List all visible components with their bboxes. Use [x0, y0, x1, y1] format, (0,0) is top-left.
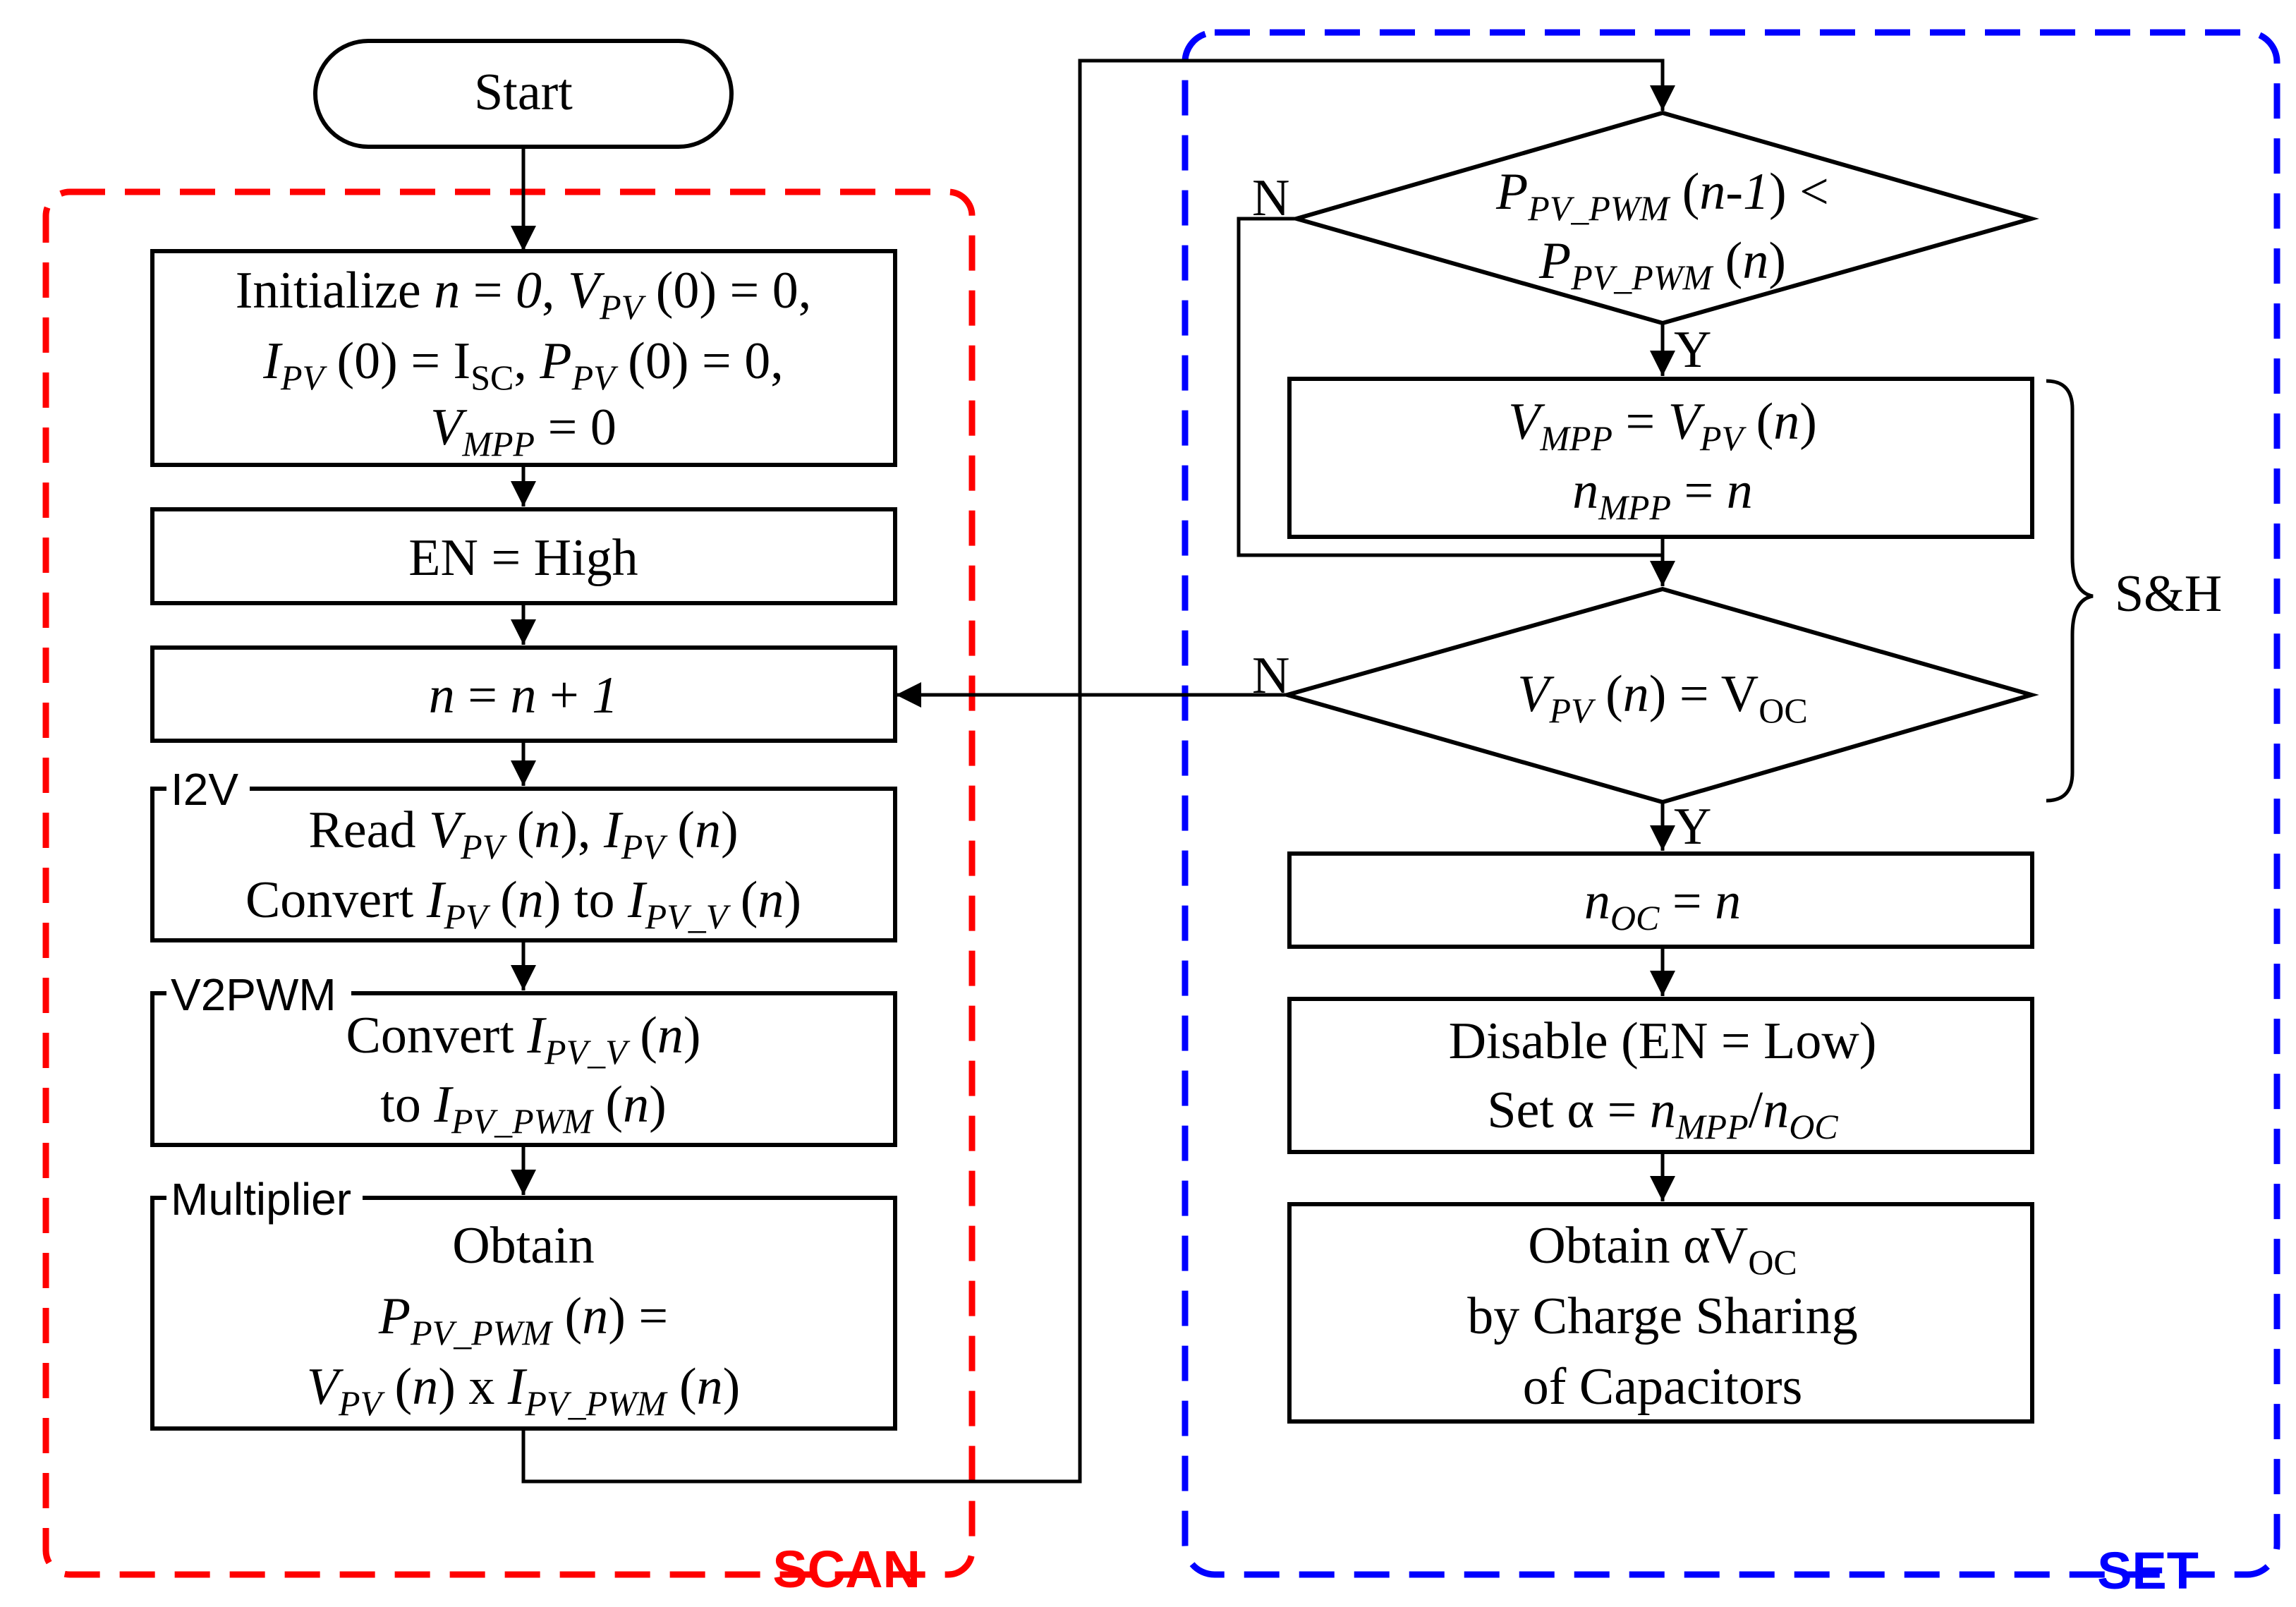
disable-line-1: Disable (EN = Low)	[1449, 1012, 1877, 1070]
scan-group-boundary	[42, 188, 976, 1578]
start-terminator	[313, 39, 734, 149]
step-charge-sharing	[1287, 1202, 2034, 1424]
step-obtain-power	[150, 1196, 897, 1431]
read-line-2: Convert IPV (n) to IPV_V (n)	[245, 871, 801, 936]
store-line-2: nMPP = n	[1572, 462, 1752, 527]
initialize-line-3: VMPP = 0	[430, 399, 616, 463]
obtain-line-1: Obtain	[452, 1217, 594, 1275]
store-line-1: VMPP = VPV (n)	[1508, 393, 1817, 458]
step-enable	[150, 507, 897, 605]
i2v-block-tag: I2V	[171, 764, 238, 815]
record-label: nOC = n	[1584, 873, 1741, 938]
compare-line-1: PPV_PWM (n-1) <	[1495, 163, 1829, 228]
decision-check-voc	[1280, 586, 2039, 805]
sample-hold-label: S&H	[2115, 565, 2222, 623]
initialize-line-2: IPV (0) = ISC, PPV (0) = 0,	[262, 332, 783, 397]
v2pwm-tag-background	[166, 964, 351, 1020]
obtain-line-2: PPV_PWM (n) =	[378, 1287, 668, 1352]
branch-yes-compare: Y	[1674, 321, 1711, 379]
obtain-line-3: VPV (n) x IPV_PWM (n)	[307, 1358, 741, 1423]
left-column-connectors	[511, 59, 1675, 1484]
step-disable	[1287, 997, 2034, 1154]
multiplier-tag-background	[166, 1168, 363, 1225]
compare-line-2: PPV_PWM (n)	[1538, 232, 1786, 297]
v2pwm-block-tag: V2PWM	[171, 969, 336, 1020]
connector-obtain-to-compare	[521, 59, 1675, 1484]
step-read	[150, 787, 897, 942]
step-initialize	[150, 249, 897, 467]
set-group-label: SET	[2097, 1541, 2199, 1600]
start-label: Start	[474, 63, 573, 121]
right-column-connectors	[896, 217, 1675, 1201]
step-increment	[150, 645, 897, 743]
scan-group-label: SCAN	[772, 1540, 921, 1599]
set-group-boundary	[1182, 29, 2280, 1578]
step-store-mpp	[1287, 377, 2034, 539]
branch-no-compare: N	[1252, 169, 1289, 227]
convert-line-2: to IPV_PWM (n)	[380, 1076, 666, 1141]
decision-compare-power	[1289, 110, 2039, 326]
sample-hold-brace	[2046, 379, 2094, 803]
step-record-noc	[1287, 851, 2034, 949]
final-line-2: by Charge Sharing	[1467, 1287, 1858, 1345]
increment-label: n = n + 1	[429, 667, 618, 724]
final-line-3: of Capacitors	[1523, 1358, 1803, 1416]
read-line-1: Read VPV (n), IPV (n)	[308, 801, 738, 866]
branch-yes-check: Y	[1674, 798, 1711, 856]
enable-label: EN = High	[408, 529, 638, 587]
initialize-line-1: Initialize n = 0, VPV (0) = 0,	[236, 262, 812, 327]
check-label: VPV (n) = VOC	[1517, 665, 1807, 730]
i2v-tag-background	[166, 759, 250, 815]
final-line-1: Obtain αVOC	[1528, 1217, 1797, 1282]
disable-line-2: Set α = nMPP/nOC	[1487, 1081, 1838, 1146]
multiplier-block-tag: Multiplier	[171, 1174, 351, 1225]
convert-line-1: Convert IPV_V (n)	[346, 1007, 700, 1072]
